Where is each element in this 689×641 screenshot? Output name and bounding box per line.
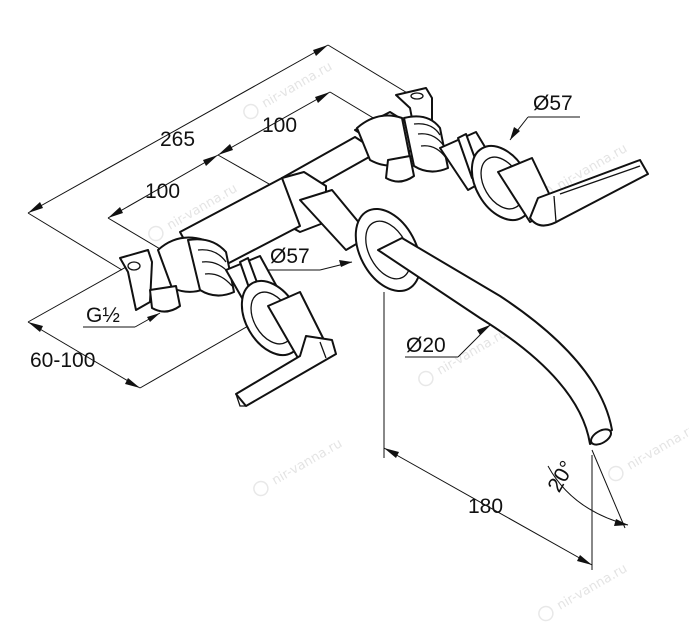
label-spout-dia: Ø20 xyxy=(406,334,446,357)
spout xyxy=(354,207,613,446)
right-valve-block xyxy=(356,87,449,183)
left-valve-block xyxy=(119,236,235,313)
label-right-flange-dia: Ø57 xyxy=(533,92,573,115)
label-overall-width: 265 xyxy=(160,128,195,151)
label-thread: G½ xyxy=(86,304,120,327)
label-spacing-left: 100 xyxy=(145,180,180,203)
label-spacing-right: 100 xyxy=(262,114,297,137)
label-spout-flange-dia: Ø57 xyxy=(270,245,310,268)
label-spout-angle: 20° xyxy=(543,457,579,496)
label-spout-projection: 180 xyxy=(468,495,503,518)
right-valve xyxy=(439,131,649,227)
watermark-5: nir-vanna.ru xyxy=(270,436,346,488)
watermark-1: nir-vanna.ru xyxy=(260,59,336,111)
dimension-lines xyxy=(27,44,629,570)
faucet-body xyxy=(119,87,649,446)
left-valve xyxy=(225,255,337,407)
right-handle xyxy=(529,159,649,227)
watermark-4: nir-vanna.ru xyxy=(435,326,511,378)
spout-tube xyxy=(377,237,613,445)
watermark-7: nir-vanna.ru xyxy=(625,421,689,473)
label-wall-depth: 60-100 xyxy=(30,349,95,372)
